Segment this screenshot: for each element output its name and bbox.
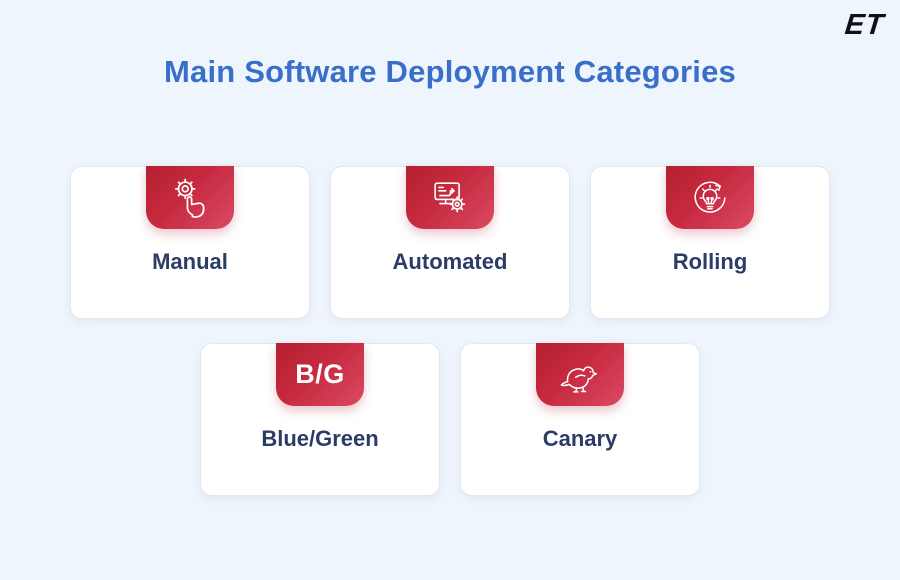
gear-hand-icon [174,178,205,218]
card-canary-label: Canary [542,426,618,451]
card-rolling-badge [666,166,754,229]
canary-bird-icon [560,365,598,393]
card-manual-badge [146,166,234,229]
category-row-top: Manual Automated [0,166,900,319]
card-canary-badge [536,343,624,406]
card-automated: Automated [330,166,570,319]
card-blue-green-badge: B/G [276,343,364,406]
brand-logo: ET [843,9,886,41]
blue-green-badge-text: B/G [295,359,345,389]
card-blue-green-label: Blue/Green [261,426,379,451]
card-rolling-label: Rolling [672,249,748,274]
card-automated-badge [406,166,494,229]
card-automated-label: Automated [392,249,508,274]
card-manual-label: Manual [152,249,228,274]
card-rolling: Rolling [590,166,830,319]
category-row-bottom: B/G Blue/Green Canary [0,343,900,496]
lightbulb-cycle-icon [694,181,726,213]
page-title: Main Software Deployment Categories [163,54,736,89]
card-manual: Manual [70,166,310,319]
monitor-gear-icon [434,181,466,212]
card-blue-green: B/G Blue/Green [200,343,440,496]
card-canary: Canary [460,343,700,496]
